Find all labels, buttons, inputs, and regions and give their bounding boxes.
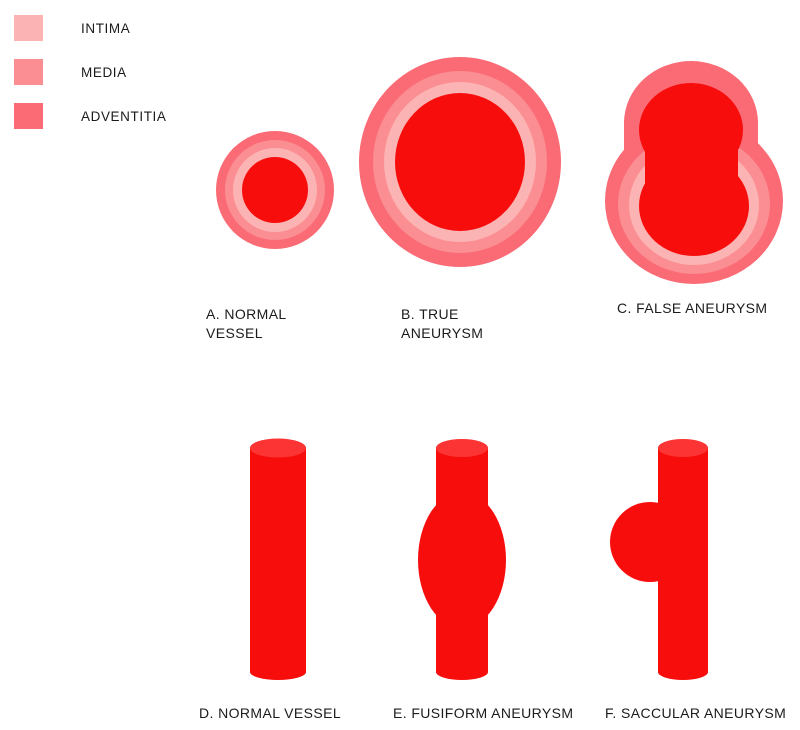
figure-a-caption: A. NORMAL VESSEL [206, 306, 287, 341]
legend-swatch-intima [14, 15, 43, 41]
vessel-bottom [658, 664, 708, 680]
legend-label-intima: INTIMA [81, 20, 131, 36]
figure-c-false-aneurysm-cross-section [605, 61, 783, 284]
lumen-and-false-sac [639, 83, 749, 256]
vessel-top-cap [436, 439, 488, 457]
figure-c-caption: C. FALSE ANEURYSM [617, 300, 768, 316]
legend-label-media: MEDIA [81, 64, 127, 80]
vessel-body [250, 448, 306, 672]
figure-b-true-aneurysm-cross-section [359, 57, 561, 267]
figure-a-normal-vessel-cross-section [216, 131, 334, 249]
legend-item-media: MEDIA [14, 50, 264, 94]
lumen [242, 157, 308, 223]
vessel-bottom [250, 664, 306, 680]
figure-b-caption: B. TRUE ANEURYSM [401, 306, 484, 341]
legend-swatch-media [14, 59, 43, 85]
legend-item-adventitia: ADVENTITIA [14, 94, 264, 138]
vessel-bottom [436, 664, 488, 680]
lumen [395, 93, 525, 231]
vessel-top-cap [250, 438, 306, 458]
figure-e-caption: E. FUSIFORM ANEURYSM [393, 705, 574, 721]
vessel-top-cap [658, 439, 708, 457]
fusiform-dilatation [418, 492, 506, 628]
figure-e-fusiform-aneurysm-longitudinal [418, 439, 506, 680]
figure-d-caption: D. NORMAL VESSEL [199, 705, 342, 721]
legend-label-adventitia: ADVENTITIA [81, 108, 167, 124]
figure-f-caption: F. SACCULAR ANEURYSM [605, 705, 787, 721]
legend-item-intima: INTIMA [14, 6, 264, 50]
vessel-body [658, 448, 708, 672]
figure-f-saccular-aneurysm-longitudinal [610, 439, 708, 680]
legend: INTIMA MEDIA ADVENTITIA [14, 6, 264, 138]
legend-swatch-adventitia [14, 103, 43, 129]
figure-d-normal-vessel-longitudinal [250, 438, 306, 680]
